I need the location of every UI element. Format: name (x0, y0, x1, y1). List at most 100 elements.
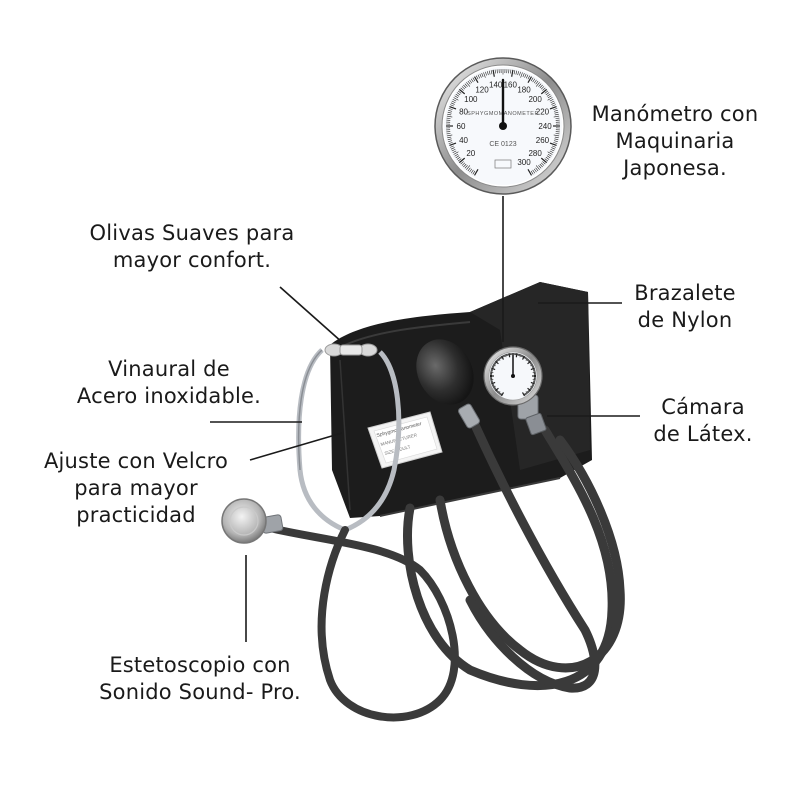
gauge-tick (530, 381, 535, 385)
gauge-tick (491, 383, 494, 385)
gauge-tick (495, 360, 498, 363)
gauge-tick (545, 92, 550, 96)
gauge-tick (510, 69, 512, 74)
gauge-tick (531, 384, 534, 387)
gauge-scale-number: 60 (457, 122, 466, 131)
gauge-tick (547, 151, 553, 155)
gauge-tick (450, 147, 455, 150)
gauge-tick (532, 368, 535, 370)
gauge-tick (528, 389, 531, 392)
gauge-tick (494, 388, 497, 391)
chest-piece (221, 498, 284, 544)
gauge-tick (529, 388, 532, 391)
gauge-tick (493, 362, 496, 365)
gauge-tick (490, 371, 494, 373)
gauge-tick (527, 390, 530, 393)
gauge-tick (473, 76, 479, 83)
gauge-tick (544, 158, 549, 162)
gauge-tick (530, 77, 534, 82)
gauge-tick (470, 78, 474, 83)
gauge-tick (501, 355, 504, 358)
gauge-tick (493, 387, 496, 390)
gauge-tick (532, 382, 535, 384)
gauge-tick (523, 356, 526, 359)
gauge-tick (538, 83, 542, 87)
gauge-tick (460, 87, 464, 91)
gauge-tick (554, 138, 559, 141)
gauge-tick (455, 155, 460, 159)
gauge-tick (458, 157, 466, 164)
gauge-tick (519, 354, 522, 358)
gauge-tick (491, 367, 494, 369)
gauge-tick (497, 358, 500, 361)
gauge-tick (500, 355, 505, 360)
gauge-tick (535, 82, 540, 87)
gauge-tick (454, 95, 459, 99)
gauge-tick (483, 72, 486, 78)
gauge-scale-number: 220 (536, 107, 550, 116)
gauge-tick (490, 369, 493, 371)
gauge-tick (532, 384, 535, 386)
gauge-tick (528, 360, 531, 363)
gauge-tick (450, 145, 454, 148)
gauge-tick (530, 362, 533, 365)
gauge-tick (461, 86, 466, 90)
gauge-tick (533, 369, 536, 371)
label-brazalete: Brazalete de Nylon (634, 281, 736, 332)
gauge-tick (494, 362, 497, 364)
gauge-tick (497, 391, 500, 394)
gauge-tick (452, 98, 457, 102)
gauge-tick (545, 156, 550, 160)
callout-line-olivas (279, 286, 344, 344)
inflation-bulb (416, 339, 480, 429)
gauge-scale-number: 280 (528, 149, 542, 158)
gauge-tick (491, 368, 494, 370)
gauge-tick (524, 356, 527, 359)
gauge-tick (551, 147, 556, 150)
gauge-tick (550, 148, 555, 152)
gauge-tick (492, 384, 495, 387)
label-estetoscopio: Estetoscopio con Sonido Sound- Pro. (99, 653, 301, 704)
gauge-tick (532, 379, 536, 381)
gauge-tick (539, 84, 543, 89)
callout-lines (210, 196, 640, 642)
gauge-tick (453, 151, 459, 155)
gauge-tick (508, 353, 511, 358)
gauge-tick (526, 358, 529, 361)
gauge-tick (518, 353, 520, 356)
gauge-tick (554, 111, 559, 114)
gauge-tick (497, 358, 501, 361)
gauge-tick (529, 361, 532, 364)
gauge-tick (540, 86, 545, 90)
gauge-tick (530, 363, 533, 366)
gauge-tick (530, 367, 535, 371)
gauge-tick (533, 79, 537, 84)
gauge-tick (496, 359, 499, 362)
label-ajuste: Ajuste con Velcro para mayor practicidad (43, 449, 229, 527)
gauge-tick (502, 355, 505, 358)
gauge-tick (493, 363, 496, 366)
manometer-scale (446, 69, 560, 176)
gauge-tick (447, 111, 452, 114)
gauge-scale-number: 140 (489, 80, 503, 89)
gauge-tick (473, 169, 479, 176)
gauge-tick (456, 92, 461, 96)
gauge-tick (553, 115, 560, 118)
gauge-tick (532, 366, 535, 368)
gauge-tick (450, 104, 454, 107)
gauge-tick (524, 393, 527, 396)
gauge-tick (460, 161, 464, 165)
gauge-tick (547, 95, 552, 99)
gauge-tick (492, 385, 495, 388)
gauge-tick (526, 391, 529, 394)
gauge-tick (492, 364, 495, 367)
gauge-tick (544, 90, 549, 94)
gauge-tick (549, 98, 554, 102)
gauge-tick (485, 71, 487, 76)
gauge-tick (553, 140, 558, 142)
gauge-tick (530, 170, 534, 175)
gauge-tick (469, 168, 473, 173)
gauge-tick (496, 390, 499, 393)
gauge-tick (525, 357, 528, 360)
gauge-tick (549, 105, 557, 110)
